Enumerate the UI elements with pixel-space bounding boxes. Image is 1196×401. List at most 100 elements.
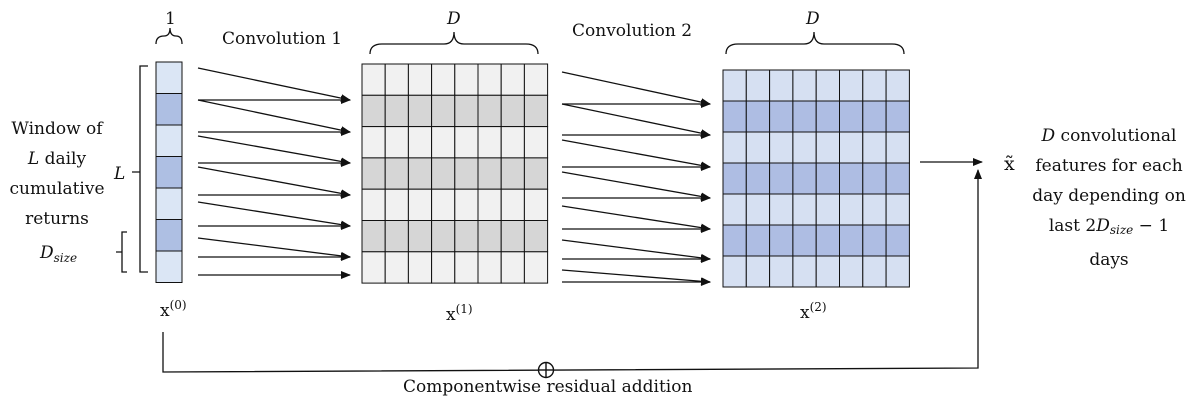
x1-cell — [523, 220, 549, 253]
x2-cell — [722, 100, 747, 133]
conv2-arrows — [561, 71, 711, 286]
x1-cell — [523, 157, 549, 190]
x2-cell — [839, 255, 864, 288]
x1-cell — [500, 220, 525, 253]
x2-cell — [839, 224, 864, 257]
x2-cell — [815, 162, 841, 195]
x2-cell — [885, 255, 910, 288]
input-column — [155, 61, 183, 283]
residual-path — [162, 169, 982, 373]
x1-cell — [454, 94, 479, 128]
conv1-arrow — [197, 67, 351, 103]
x2-cell — [792, 224, 817, 257]
x1-cell — [407, 126, 433, 159]
x1-cell — [431, 126, 456, 159]
x2-cell — [862, 193, 887, 226]
conv2-arrow — [561, 205, 711, 232]
x1-cell — [407, 220, 433, 253]
x1-cell — [454, 220, 479, 253]
x1-cell — [407, 63, 433, 96]
x1-cell — [361, 220, 386, 253]
x2-cell — [769, 193, 794, 226]
x1-cell — [523, 251, 549, 284]
x1-cell — [384, 63, 409, 96]
right-line-1: D convolutional — [1041, 126, 1177, 146]
x2-cell — [722, 162, 747, 195]
conv2-arrow — [561, 269, 711, 286]
x1-cell — [431, 251, 456, 284]
residual-label: Componentwise residual addition — [403, 377, 692, 397]
x2-cell — [745, 162, 771, 195]
x1-cell — [384, 94, 409, 128]
top-label-d2: D — [805, 9, 820, 29]
x2-cell — [769, 255, 794, 288]
x2-cell — [792, 162, 817, 195]
x1-cell — [477, 188, 502, 221]
x1-cell — [361, 251, 386, 284]
x1-cell — [361, 188, 386, 221]
x1-cell — [500, 94, 525, 128]
x1-cell — [384, 251, 409, 284]
x2-cell — [862, 100, 887, 133]
x1-cell — [523, 63, 549, 96]
x2-cell — [885, 131, 910, 164]
right-line-3: day depending on — [1032, 186, 1186, 206]
x2-cell — [839, 162, 864, 195]
x2-cell — [745, 224, 771, 257]
top-label-one: 1 — [165, 9, 176, 29]
x1-cell — [454, 126, 479, 159]
input-cell — [155, 93, 183, 126]
x2-cell — [815, 224, 841, 257]
conv1-arrow — [197, 166, 351, 198]
x2-cell — [885, 69, 910, 102]
x2-cell — [862, 162, 887, 195]
x1-cell — [454, 188, 479, 221]
x1-cell — [500, 63, 525, 96]
x2-cell — [885, 224, 910, 257]
input-cell — [155, 250, 183, 283]
conv1-arrows — [197, 67, 351, 279]
x2-cell — [815, 100, 841, 133]
x1-cell — [431, 94, 456, 128]
x2-cell — [722, 255, 747, 288]
x2-cell — [792, 100, 817, 133]
x1-cell — [500, 251, 525, 284]
x1-cell — [384, 157, 409, 190]
right-line-4: last 2Dsize − 1 — [1048, 216, 1170, 237]
x2-cell — [815, 131, 841, 164]
x2-cell — [815, 255, 841, 288]
input-cell — [155, 219, 183, 252]
left-line-1: Window of — [11, 119, 103, 139]
conv1-arrow — [197, 201, 351, 229]
x2-cell — [815, 69, 841, 102]
x1-cell — [384, 220, 409, 253]
dsize-label: Dsize — [39, 243, 77, 265]
x1-cell — [477, 157, 502, 190]
x2-cell — [769, 131, 794, 164]
conv1-arrow — [197, 99, 351, 135]
conv2-arrow — [561, 239, 711, 262]
x1-cell — [407, 251, 433, 284]
x1-cell — [361, 126, 386, 159]
conv2-label: Convolution 2 — [572, 21, 692, 41]
x1-cell — [361, 63, 386, 96]
x1-cell — [477, 63, 502, 96]
x2-cell — [722, 69, 747, 102]
conv1-arrow — [197, 237, 351, 260]
x2-cell — [769, 100, 794, 133]
x1-cell — [454, 63, 479, 96]
l-label: L — [113, 164, 125, 184]
x2-cell — [885, 193, 910, 226]
dsize-bracket — [116, 231, 127, 273]
x2-cell — [745, 100, 771, 133]
x1-cell — [454, 157, 479, 190]
x1-cell — [477, 251, 502, 284]
x1-cell — [384, 126, 409, 159]
left-line-3: cumulative — [9, 179, 105, 199]
x1-cell — [431, 63, 456, 96]
x2-cell — [839, 193, 864, 226]
x1-cell — [407, 188, 433, 221]
right-line-2: features for each — [1035, 156, 1183, 176]
input-cell — [155, 187, 183, 220]
